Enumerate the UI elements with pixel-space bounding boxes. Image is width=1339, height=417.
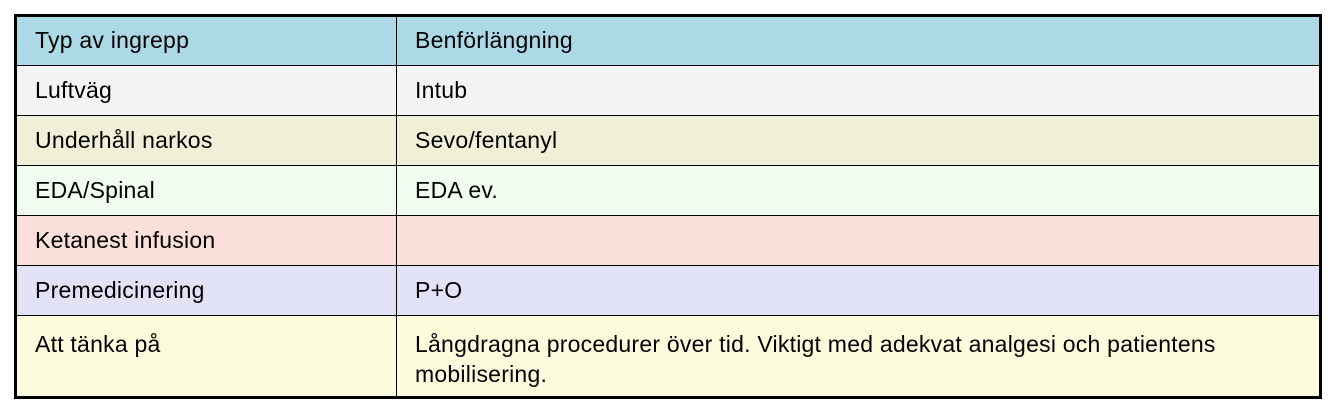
header-cell-type: Typ av ingrepp bbox=[15, 15, 397, 66]
row-label-cell: Underhåll narkos bbox=[15, 115, 397, 166]
row-label-cell: Premedicinering bbox=[15, 265, 397, 316]
row-label-text: Underhåll narkos bbox=[35, 126, 213, 153]
table-row: Att tänka på Långdragna procedurer över … bbox=[15, 315, 1321, 398]
row-label-cell: Luftväg bbox=[15, 65, 397, 116]
table-row: Ketanest infusion bbox=[15, 215, 1321, 266]
table-row: Luftväg Intub bbox=[15, 65, 1321, 116]
header-value-text: Benförlängning bbox=[415, 27, 573, 54]
row-label-text: Premedicinering bbox=[35, 276, 205, 303]
row-value-cell bbox=[396, 215, 1321, 266]
row-label-cell: EDA/Spinal bbox=[15, 165, 397, 216]
row-value-text: Långdragna procedurer över tid. Viktigt … bbox=[415, 331, 1216, 387]
row-value-cell: Sevo/fentanyl bbox=[396, 115, 1321, 166]
row-value-cell: P+O bbox=[396, 265, 1321, 316]
row-value-cell: Intub bbox=[396, 65, 1321, 116]
table-body: Typ av ingrepp Benförlängning Luftväg In… bbox=[15, 15, 1321, 398]
row-value-text: EDA ev. bbox=[415, 176, 498, 203]
table-header-row: Typ av ingrepp Benförlängning bbox=[15, 15, 1321, 66]
row-value-text: Intub bbox=[415, 76, 468, 103]
row-label-cell: Ketanest infusion bbox=[15, 215, 397, 266]
row-label-text: Att tänka på bbox=[35, 331, 161, 357]
row-value-text: P+O bbox=[415, 276, 463, 303]
table-row: Underhåll narkos Sevo/fentanyl bbox=[15, 115, 1321, 166]
row-value-cell: Långdragna procedurer över tid. Viktigt … bbox=[396, 315, 1321, 398]
row-value-cell: EDA ev. bbox=[396, 165, 1321, 216]
anesthesia-procedure-table: Typ av ingrepp Benförlängning Luftväg In… bbox=[14, 14, 1322, 399]
table-row: EDA/Spinal EDA ev. bbox=[15, 165, 1321, 216]
table-row: Premedicinering P+O bbox=[15, 265, 1321, 316]
header-label-text: Typ av ingrepp bbox=[35, 27, 190, 54]
row-label-text: Luftväg bbox=[35, 76, 113, 103]
row-value-text: Sevo/fentanyl bbox=[415, 126, 558, 153]
row-label-text: Ketanest infusion bbox=[35, 226, 216, 253]
row-label-text: EDA/Spinal bbox=[35, 176, 155, 203]
header-cell-procedure: Benförlängning bbox=[396, 15, 1321, 66]
row-label-cell: Att tänka på bbox=[15, 315, 397, 398]
